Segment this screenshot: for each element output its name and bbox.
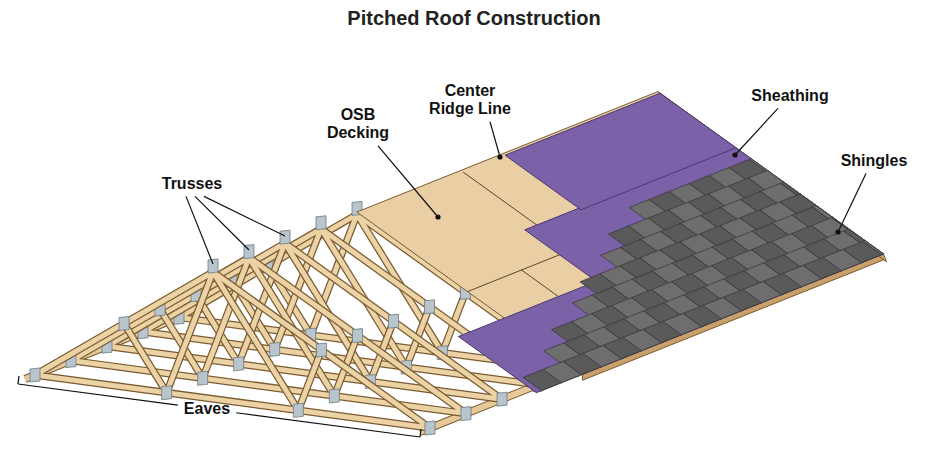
truss-member <box>107 243 285 346</box>
gusset-plate <box>317 343 327 357</box>
gusset-plate <box>329 389 339 403</box>
sheathing-group <box>458 93 883 392</box>
truss-member <box>167 272 213 393</box>
truss-member <box>213 272 298 410</box>
leader-group <box>18 108 866 437</box>
truss-member <box>298 350 321 410</box>
shingle-group <box>523 159 883 391</box>
leader-dot <box>732 152 737 157</box>
osb-decking <box>357 92 884 375</box>
leader-dot <box>835 229 840 234</box>
gusset-plate <box>30 368 40 382</box>
gusset-plate <box>425 300 435 314</box>
eaves-bracket <box>18 384 178 405</box>
gusset-plate <box>461 407 471 421</box>
gusset-plate <box>293 403 303 417</box>
truss-member <box>143 229 321 332</box>
truss-member <box>71 258 249 361</box>
leader-line <box>378 146 438 217</box>
part-label: Trusses <box>162 175 222 193</box>
leader-line <box>204 196 285 236</box>
leader-dot <box>497 154 502 159</box>
shingle-tab <box>843 241 881 262</box>
leader-line <box>735 108 778 155</box>
part-label: Shingles <box>841 152 908 170</box>
truss-member <box>179 214 357 317</box>
truss-member <box>167 272 213 393</box>
truss-member <box>179 214 357 317</box>
truss-member <box>107 243 285 346</box>
gusset-plate <box>119 317 129 331</box>
leader-line <box>186 196 213 264</box>
truss <box>66 245 471 421</box>
leader-line <box>195 196 249 250</box>
part-label: Center Ridge Line <box>422 82 518 119</box>
leader-line <box>490 122 500 157</box>
eaves-bracket <box>236 413 420 437</box>
part-label: OSB Decking <box>316 106 400 143</box>
gusset-plate <box>389 314 399 328</box>
sheathing-strip <box>505 93 736 210</box>
gusset-plate <box>497 392 507 406</box>
truss-member <box>298 350 321 410</box>
decking-edge <box>583 254 884 380</box>
decking-group <box>357 92 887 381</box>
gusset-plate <box>234 357 244 371</box>
truss-member <box>35 272 213 375</box>
leader-dot <box>435 214 440 219</box>
leader-line <box>838 173 866 232</box>
part-label: Sheathing <box>751 87 828 105</box>
gusset-plate <box>208 259 218 273</box>
truss-member <box>143 229 321 332</box>
gusset-plate <box>353 329 363 343</box>
sheathing-strip <box>458 198 883 393</box>
shingle-tab <box>863 241 883 255</box>
gusset-plate <box>198 371 208 385</box>
bracket-tick <box>18 376 19 384</box>
gusset-plate <box>270 342 280 356</box>
diagram-title: Pitched Roof Construction <box>0 6 948 30</box>
truss-member <box>124 324 167 393</box>
gusset-plate <box>316 216 326 230</box>
gusset-plate <box>425 421 435 435</box>
bracket-tick <box>420 429 421 437</box>
truss-member <box>213 272 298 410</box>
gusset-plate <box>162 386 172 400</box>
part-label: Eaves <box>184 400 230 418</box>
truss-member <box>71 258 249 361</box>
truss-member <box>124 324 167 393</box>
truss-member <box>35 272 213 375</box>
gusset-plate <box>280 230 290 244</box>
truss-member <box>213 272 430 428</box>
truss <box>30 259 435 435</box>
